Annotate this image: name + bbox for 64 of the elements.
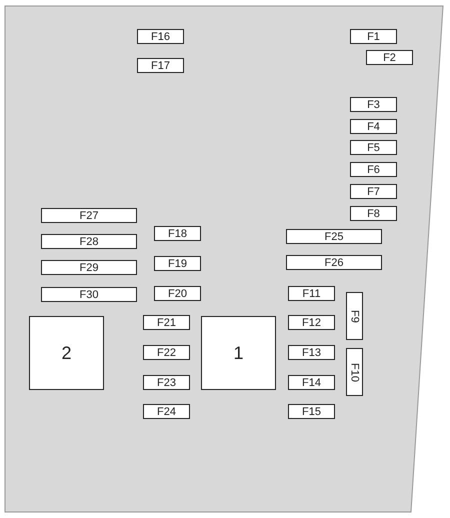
fuse-box — [288, 375, 335, 390]
fuse-label: F20 — [168, 288, 187, 300]
relay-number: 1 — [233, 342, 244, 364]
fuse-box — [350, 119, 397, 134]
fuse-label: F16 — [151, 30, 170, 42]
fuse-box — [137, 29, 184, 44]
fuse-label: F2 — [383, 52, 396, 64]
fuse-label: F18 — [168, 228, 187, 240]
fuse-box — [41, 260, 137, 275]
relay-number: 2 — [61, 342, 72, 364]
fuse-box — [286, 255, 382, 270]
fuse-box — [350, 97, 397, 112]
fuse-box — [154, 286, 201, 301]
fuse-box — [350, 162, 397, 177]
fuse-box — [143, 404, 190, 419]
fuse-label: F25 — [324, 230, 344, 242]
fuse-box — [346, 348, 363, 396]
fuse-box — [350, 29, 397, 44]
fuse-label: F4 — [367, 120, 380, 132]
fuse-label: F3 — [367, 98, 380, 110]
fuse-box — [366, 50, 413, 65]
fuse-box — [143, 345, 190, 360]
fuse-label: F26 — [324, 256, 344, 268]
fuse-box — [350, 140, 397, 155]
fuse-box — [288, 404, 335, 419]
fuse-box — [286, 229, 382, 244]
fuse-label: F5 — [367, 142, 380, 154]
fuse-label: F1 — [367, 30, 380, 42]
fuse-box — [288, 286, 335, 301]
fuse-label: F22 — [157, 346, 176, 358]
fuse-box — [350, 206, 397, 221]
fuse-label: F9 — [348, 310, 360, 322]
fuse-label: F11 — [302, 288, 321, 300]
fuse-label: F13 — [302, 346, 321, 358]
relay-box — [29, 316, 104, 390]
fuse-label: F30 — [80, 288, 98, 300]
fuse-box — [288, 315, 335, 330]
fuse-label: F12 — [302, 316, 321, 328]
fuse-label: F24 — [157, 406, 176, 418]
fuse-label: F8 — [367, 208, 380, 220]
fuse-box — [154, 226, 201, 241]
fuse-label: F14 — [302, 376, 321, 388]
fuse-label: F10 — [348, 362, 360, 382]
fuse-box — [350, 184, 397, 199]
fuse-label: F19 — [168, 258, 187, 270]
fuse-label: F6 — [367, 164, 380, 176]
fuse-box — [41, 234, 137, 249]
fuse-label: F27 — [80, 210, 98, 222]
fuse-box — [143, 315, 190, 330]
fuse-label: F28 — [80, 236, 98, 248]
fuse-label: F7 — [367, 186, 380, 198]
fuse-label: F21 — [157, 316, 176, 328]
fuse-box — [41, 287, 137, 302]
fuse-label: F15 — [302, 406, 321, 418]
fuse-box — [137, 58, 184, 73]
fuse-box — [41, 208, 137, 223]
fuse-label: F29 — [80, 262, 98, 274]
fuse-box — [288, 345, 335, 360]
fuse-box — [143, 375, 190, 390]
fuse-label: F17 — [151, 60, 170, 72]
relay-box — [201, 316, 276, 390]
fuse-label: F23 — [157, 376, 176, 388]
fuse-box — [154, 256, 201, 271]
fuse-box — [346, 292, 363, 340]
